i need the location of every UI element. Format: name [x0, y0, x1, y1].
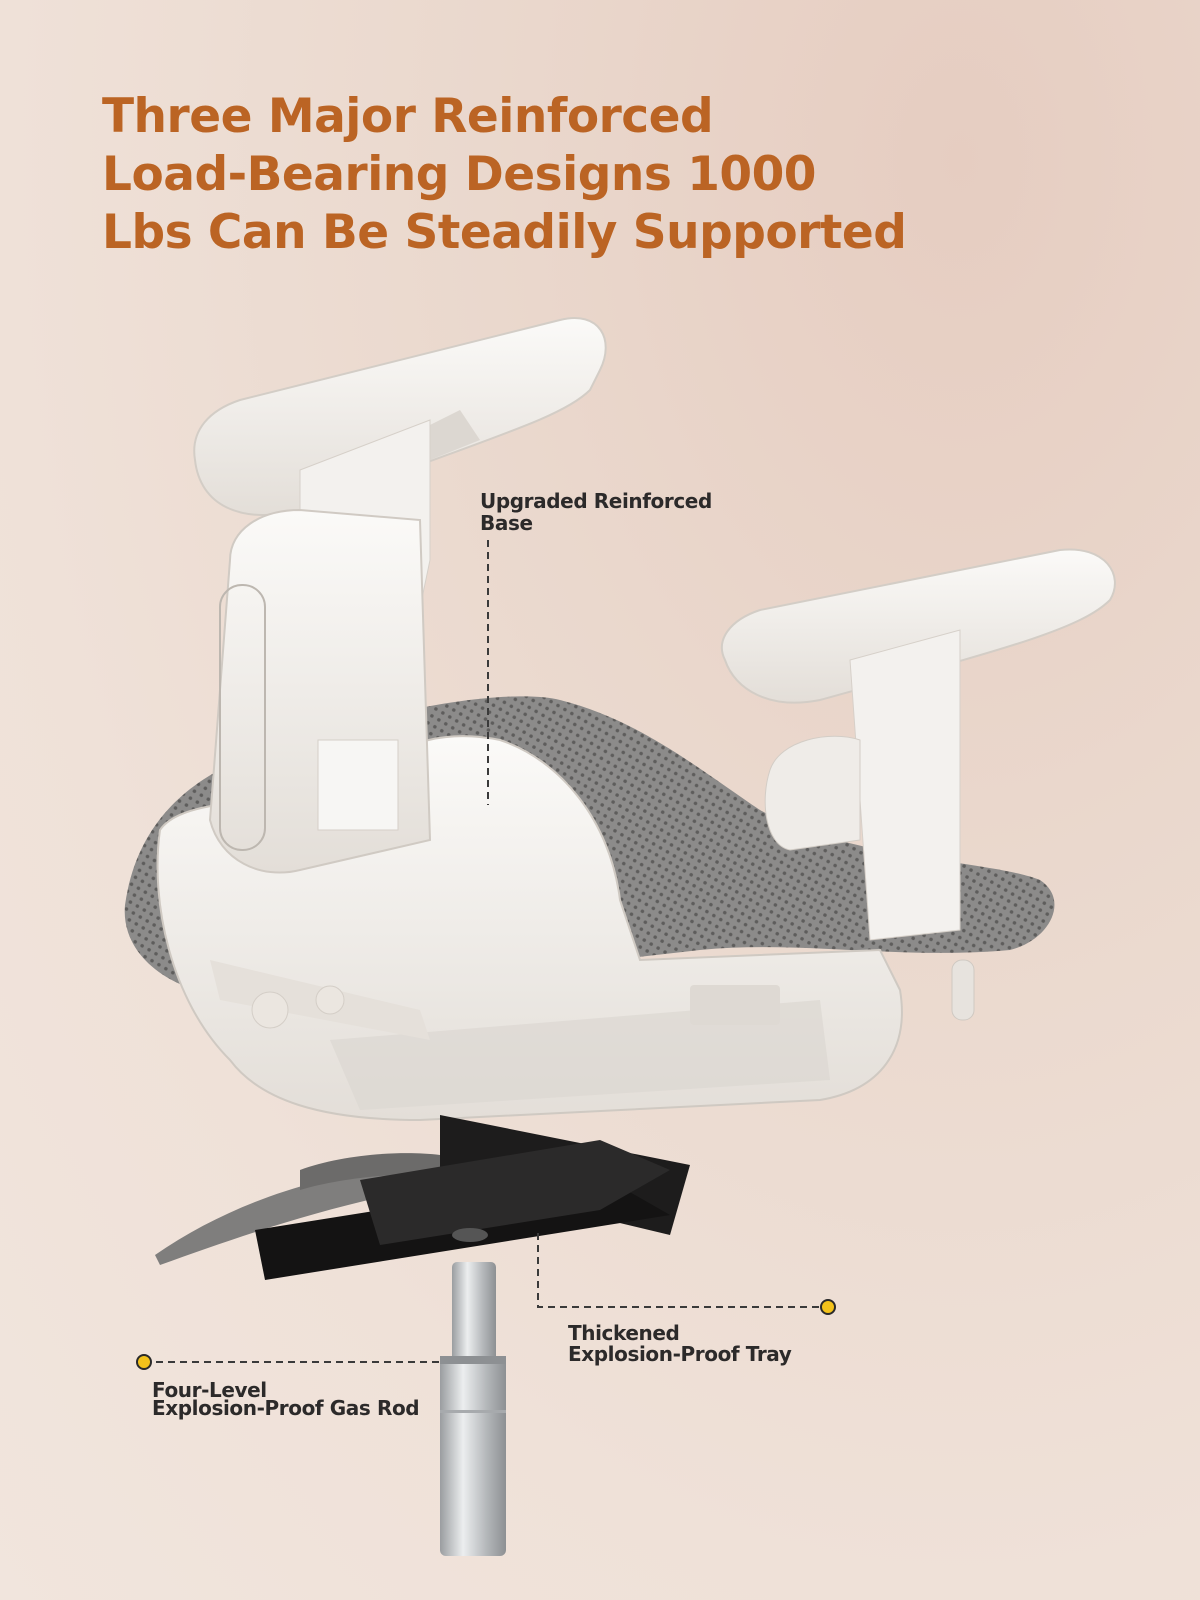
callout-base-line-1: Upgraded Reinforced: [480, 489, 712, 513]
armrest-right: [720, 548, 1116, 1021]
callout-tray: Thickened Explosion-Proof Tray: [568, 1321, 792, 1366]
armrest-left: [193, 317, 607, 874]
leader-tray: [537, 1233, 828, 1308]
callout-gas-rod-line-2: Explosion-Proof Gas Rod: [152, 1396, 420, 1420]
callout-base-line-2: Base: [480, 511, 533, 535]
headline: Three Major Reinforced Load-Bearing Desi…: [102, 88, 1002, 262]
callout-gas-rod: Four-Level Explosion-Proof Gas Rod: [152, 1378, 420, 1420]
dot-gas-rod: [136, 1354, 152, 1370]
callout-gas-rod-line-1: Four-Level: [152, 1378, 267, 1402]
gas-rod: [440, 1262, 506, 1556]
seat-tray: [255, 1115, 690, 1280]
callout-tray-line-2: Explosion-Proof Tray: [568, 1342, 792, 1366]
dot-tray: [820, 1299, 836, 1315]
callout-leaders: [136, 540, 836, 1370]
headline-line-1: Three Major Reinforced: [102, 89, 714, 144]
callout-tray-line-1: Thickened: [568, 1321, 680, 1345]
callout-base: Upgraded Reinforced Base: [480, 490, 712, 534]
headline-line-3: Lbs Can Be Steadily Supported: [102, 205, 907, 260]
headline-line-2: Load-Bearing Designs 1000: [102, 147, 817, 202]
